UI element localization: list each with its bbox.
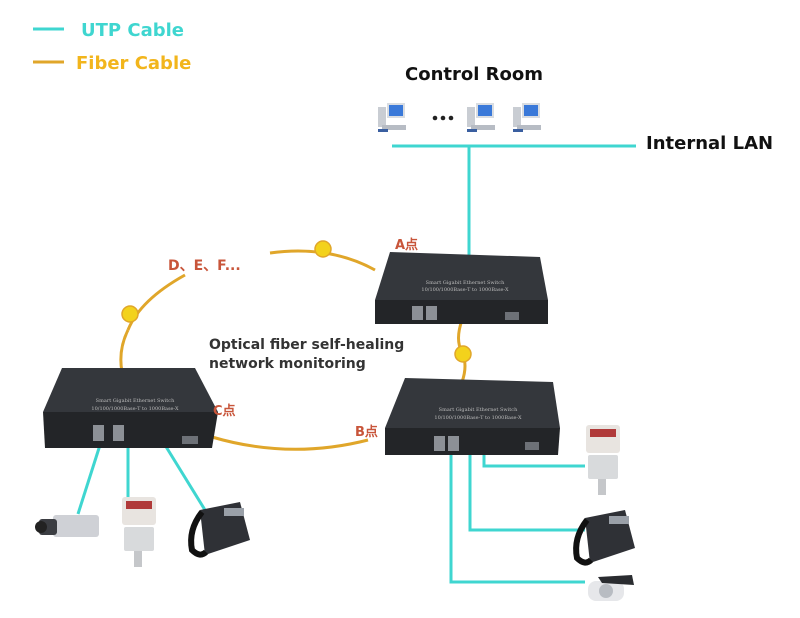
- desk-phone-icon: [188, 502, 250, 558]
- switch-c-icon: Smart Gigabit Ethernet Switch 10/100/100…: [43, 368, 218, 448]
- computer-icon: [378, 103, 406, 132]
- access-reader-icon: [122, 497, 156, 567]
- switch-a-model-line2: 10/100/1000Base-T to 1000Base-X: [421, 287, 509, 293]
- switch-b-label: B点: [355, 425, 378, 440]
- legend-utp-label: UTP Cable: [81, 20, 184, 41]
- fiber-segment-c-b: [211, 435, 369, 451]
- desk-phone-icon: [573, 510, 635, 566]
- computer-icon: [513, 103, 541, 132]
- legend-fiber-label: Fiber Cable: [76, 53, 192, 74]
- bullet-camera-icon: [588, 575, 634, 601]
- ring-description-line2: network monitoring: [209, 356, 366, 372]
- fiber-segment-left-top: [126, 273, 186, 331]
- switch-a-model-line1: Smart Gigabit Ethernet Switch: [426, 280, 505, 286]
- switch-a-icon: Smart Gigabit Ethernet Switch 10/100/100…: [375, 252, 548, 324]
- utp-c-camera: [76, 444, 102, 515]
- switch-c-model-line1: Smart Gigabit Ethernet Switch: [96, 398, 175, 404]
- utp-cables: [76, 144, 636, 584]
- switch-a-label: A点: [395, 238, 419, 253]
- extra-nodes-label: D、E、F...: [168, 258, 241, 274]
- switch-c-label: C点: [213, 404, 236, 419]
- utp-c-phone: [163, 444, 207, 511]
- utp-b-reader: [482, 455, 585, 468]
- ring-description: Optical fiber self-healing network monit…: [209, 336, 404, 374]
- access-reader-icon: [586, 425, 620, 495]
- control-room-computers: [378, 103, 541, 132]
- switch-b-model-line1: Smart Gigabit Ethernet Switch: [439, 407, 518, 413]
- switch-b-model-line2: 10/100/1000Base-T to 1000Base-X: [434, 415, 522, 421]
- box-camera-icon: [35, 515, 99, 537]
- fiber-segment-c-left: [119, 329, 130, 373]
- fiber-connector-icon: [314, 240, 332, 258]
- utp-b-camera: [449, 455, 585, 584]
- ellipsis: [432, 115, 454, 121]
- fiber-connector-icon: [454, 345, 472, 363]
- switch-b-icon: Smart Gigabit Ethernet Switch 10/100/100…: [385, 378, 560, 455]
- control-room-title: Control Room: [405, 64, 544, 85]
- fiber-connector-icon: [121, 305, 139, 323]
- internal-lan-label: Internal LAN: [646, 133, 774, 154]
- computer-icon: [467, 103, 495, 132]
- utp-b-phone: [468, 455, 585, 532]
- switch-c-model-line2: 10/100/1000Base-T to 1000Base-X: [91, 406, 179, 412]
- fiber-connectors: [121, 240, 472, 363]
- ring-description-line1: Optical fiber self-healing: [209, 337, 405, 353]
